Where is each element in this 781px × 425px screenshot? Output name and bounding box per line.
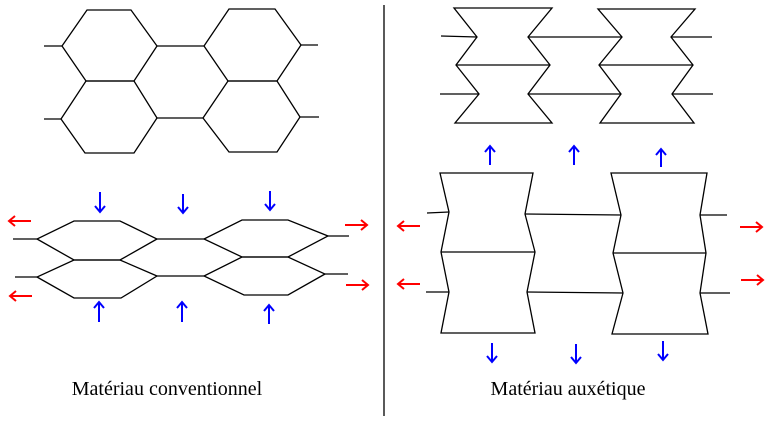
conventional-forces [7,191,370,324]
conventional-honeycomb-deformed [13,219,349,299]
arrow-down-icon [657,341,669,362]
arrow-up-icon [176,300,188,322]
arrow-left-icon [8,290,32,302]
auxetic-forces [396,144,765,365]
reentrant-cell [610,172,709,335]
arrow-left-icon [7,215,31,227]
reentrant-cell [439,172,536,334]
arrow-down-icon [486,343,498,364]
cell-connectors [13,235,349,278]
arrow-right-icon [345,219,369,231]
hex-cell [35,259,159,299]
hex-cell [60,80,158,154]
arrow-up-icon [484,144,496,165]
arrow-down-icon [177,194,189,215]
arrow-up-icon [263,303,275,324]
arrow-right-icon [346,279,370,291]
arrow-up-icon [568,144,580,165]
cell-connectors [44,44,319,120]
caption-conventional: Matériau conventionnel [71,378,263,400]
arrow-down-icon [264,191,276,212]
arrow-right-icon [741,274,765,286]
hex-cell [202,80,301,153]
hex-cell [35,220,159,261]
hex-cell [61,9,158,82]
auxetic-structure-deformed [426,172,730,335]
reentrant-cell [452,7,554,124]
cell-connectors [426,211,730,294]
arrow-left-icon [396,220,420,232]
reentrant-cell [596,8,697,124]
arrow-down-icon [570,344,582,365]
arrow-down-icon [94,192,106,214]
arrow-left-icon [396,278,420,290]
arrow-up-icon [655,147,667,167]
hex-cell [202,256,327,296]
cell-connectors [440,35,713,95]
caption-auxetic: Matériau auxétique [490,378,646,400]
hex-cell [203,8,302,82]
arrow-right-icon [740,221,764,233]
hex-cell [202,219,330,258]
arrow-up-icon [93,300,105,322]
conventional-honeycomb-undeformed [44,8,319,154]
auxetic-structure-undeformed [440,7,713,124]
